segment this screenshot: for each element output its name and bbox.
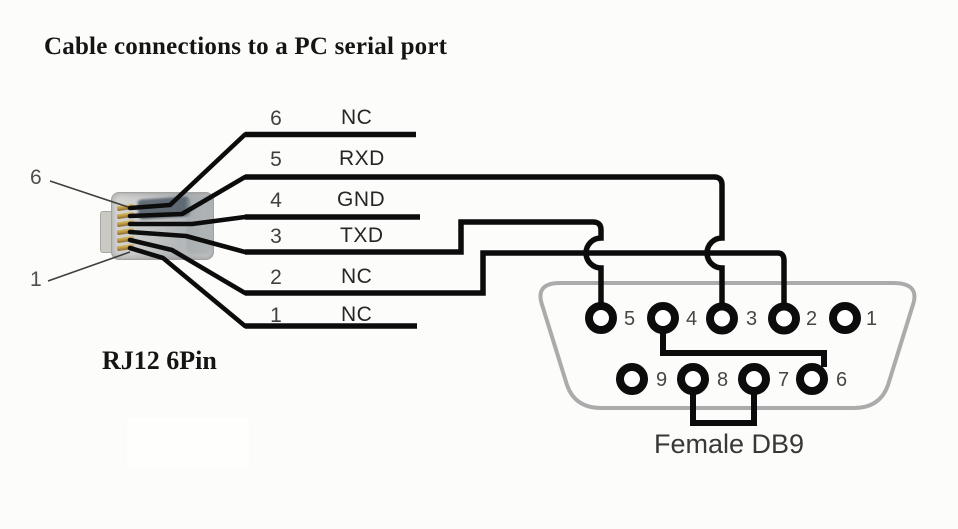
db9-pin1-circle (829, 302, 861, 334)
row2-label: NC (341, 265, 373, 288)
db9-pin5-label: 5 (624, 308, 636, 330)
db9-pin3-label: 3 (746, 308, 758, 330)
row3-number: 3 (270, 225, 282, 248)
db9-outline (538, 281, 917, 410)
db9-pin9-circle (616, 363, 648, 395)
rj12-pin1-pointer-label: 1 (30, 268, 42, 291)
db9-pin9-label: 9 (656, 369, 668, 391)
db9-pin5-circle (585, 302, 617, 334)
db9-pin6-circle (796, 363, 828, 395)
rj12-pin6-pointer-label: 6 (30, 166, 42, 189)
fan-wire-2 (127, 237, 248, 296)
row4-number: 4 (270, 189, 282, 212)
diagram-title: Cable connections to a PC serial port (44, 33, 448, 60)
fan-wire-5 (127, 174, 248, 219)
db9-pin2-circle (768, 302, 800, 335)
row6-label: NC (341, 106, 373, 129)
row4-label: GND (337, 188, 386, 211)
fan-wire-6 (127, 132, 248, 211)
row1-label: NC (341, 303, 373, 326)
db9-pin7-circle (738, 363, 770, 395)
db9-pin7-label: 7 (778, 369, 790, 391)
wire-rxd-to-db9-pin3 (245, 174, 725, 303)
db9-pin6-label: 6 (836, 369, 848, 391)
fan-wire-4 (127, 214, 248, 227)
db9-pin2-label: 2 (806, 308, 818, 330)
row3-label: TXD (340, 224, 384, 247)
rj12-caption: RJ12 6Pin (102, 346, 217, 375)
db9-pin1-label: 1 (866, 308, 878, 330)
fan-wire-1 (127, 245, 248, 329)
pointer-line-pin6 (49, 180, 129, 208)
db9-pin4-circle (647, 302, 679, 334)
db9-pin8-label: 8 (717, 369, 729, 391)
db9-pin3-circle (706, 302, 738, 335)
wire-txd-to-db9-pin5 (245, 219, 604, 303)
row5-label: RXD (339, 147, 385, 170)
row6-number: 6 (270, 107, 282, 130)
row5-number: 5 (270, 148, 282, 171)
jumper-pin4-pin6 (660, 333, 827, 367)
row1-number: 1 (270, 304, 282, 327)
db9-caption: Female DB9 (654, 429, 805, 459)
db9-pin4-label: 4 (686, 308, 698, 330)
background-artifact (127, 418, 249, 468)
wire-row2-to-db9-pin2 (245, 250, 787, 303)
db9-pin8-circle (677, 363, 709, 395)
pointer-line-pin1 (47, 251, 131, 282)
jumper-pin8-pin7 (690, 394, 757, 426)
fan-wire-3 (127, 229, 248, 255)
row2-number: 2 (270, 266, 282, 289)
